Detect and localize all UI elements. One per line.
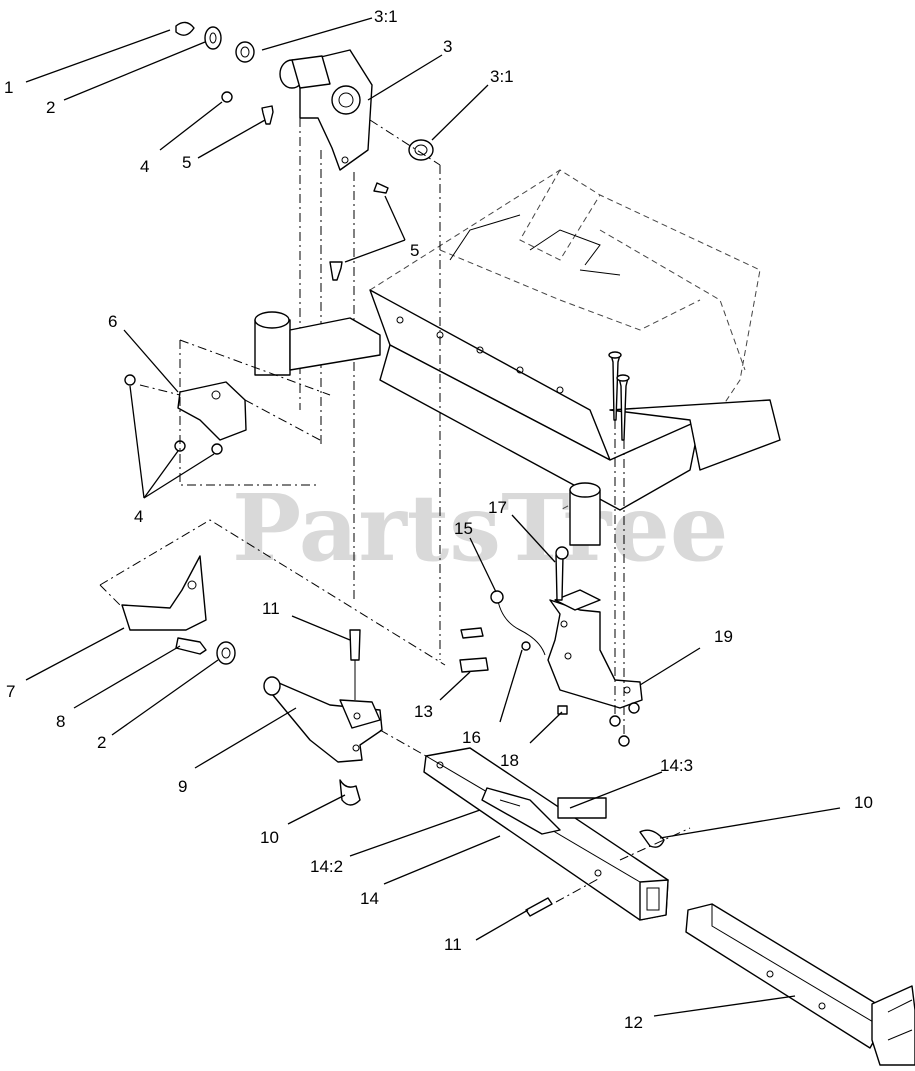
tow-tube [423, 747, 669, 921]
callout-14-3: 14:3 [660, 756, 693, 775]
callout-13: 13 [414, 702, 433, 721]
callout-10: 10 [854, 793, 873, 812]
callout-16: 16 [462, 728, 481, 747]
callout-12: 12 [624, 1013, 643, 1032]
callout-11: 11 [262, 599, 280, 618]
nut [221, 91, 233, 103]
mount-plate [177, 381, 247, 441]
tube-right [569, 489, 601, 546]
pin-11-lower [525, 897, 553, 917]
lynch-pin [175, 21, 195, 36]
callout-10: 10 [260, 828, 279, 847]
decal-14-3 [557, 797, 607, 819]
lanyard [496, 594, 546, 656]
callout-labels: 1 2 3:1 3 3:1 4 5 5 6 4 15 17 7 11 19 8 … [4, 7, 873, 1032]
spacer-13 [459, 657, 489, 673]
callout-18: 18 [500, 751, 519, 770]
latch-bracket [547, 599, 643, 709]
hinge-bracket [121, 555, 207, 631]
callout-3-1: 3:1 [374, 7, 398, 26]
callout-2: 2 [97, 733, 106, 752]
callout-8: 8 [56, 712, 65, 731]
callout-4: 4 [134, 507, 143, 526]
bushing [235, 41, 255, 63]
pivot-bracket-assembly [175, 21, 441, 660]
bushing-right [408, 139, 434, 161]
carriage-bolt [261, 105, 274, 125]
callout-5: 5 [410, 241, 419, 260]
callout-6: 6 [108, 312, 117, 331]
callout-7: 7 [6, 682, 15, 701]
mount-plate-assembly [124, 311, 381, 486]
washer-lower [216, 641, 236, 665]
callout-14: 14 [360, 889, 379, 908]
callout-14-2: 14:2 [310, 857, 343, 876]
pin-11 [349, 629, 361, 661]
lock-pin [555, 554, 564, 601]
tow-tube-assembly [379, 729, 915, 1066]
clevis-pin [175, 637, 207, 655]
hairpin-10 [339, 779, 361, 806]
callout-3: 3 [443, 37, 452, 56]
callout-17: 17 [488, 498, 507, 517]
callout-2: 2 [46, 98, 55, 117]
callout-9: 9 [178, 777, 187, 796]
callout-3-1: 3:1 [490, 67, 514, 86]
mower-frame-outline [369, 169, 781, 511]
pivot-arm [263, 629, 383, 806]
extension-tube [685, 903, 891, 1049]
callout-1: 1 [4, 78, 13, 97]
latch-bracket-assembly [459, 351, 643, 747]
callout-11: 11 [444, 935, 462, 954]
callout-19: 19 [714, 627, 733, 646]
callout-15: 15 [454, 519, 473, 538]
leader-lines [25, 17, 841, 1017]
callout-4: 4 [140, 157, 149, 176]
decal-14-2 [481, 787, 561, 835]
lower-left-bracket [99, 519, 446, 666]
end-cap [871, 985, 915, 1066]
callout-5: 5 [182, 153, 191, 172]
washer [204, 26, 222, 50]
hairpin-10-right [639, 829, 665, 848]
